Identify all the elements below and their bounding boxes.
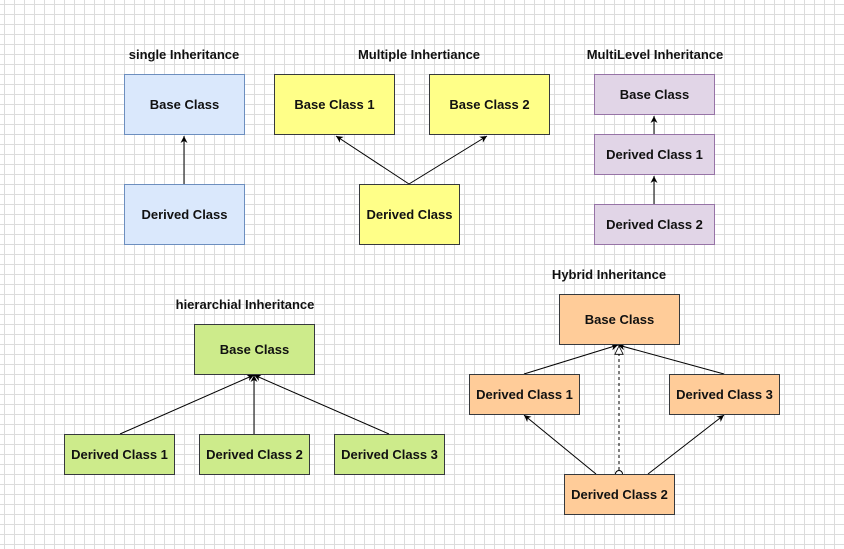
hybrid-arrow-d1-base[interactable] [523,343,619,375]
hybrid-derived-class-3-node[interactable]: Derived Class 3 [669,374,780,415]
multiple-base-class-2-node[interactable]: Base Class 2 [429,74,550,135]
multilevel-inheritance-title: MultiLevel Inheritance [586,47,724,62]
hybrid-arrow-d2-d3[interactable] [647,414,725,475]
hierarchical-inheritance-title: hierarchial Inheritance [175,297,315,312]
multiple-inheritance-title: Multiple Inhertiance [357,47,481,62]
hierarchical-arrow-3[interactable] [253,374,390,435]
hybrid-arrow-d3-base[interactable] [617,343,725,375]
hierarchical-derived-class-2-node[interactable]: Derived Class 2 [199,434,310,475]
multilevel-derived-class-2-node[interactable]: Derived Class 2 [594,204,715,245]
multiple-derived-class-node[interactable]: Derived Class [359,184,460,245]
multilevel-base-class-node[interactable]: Base Class [594,74,715,115]
multiple-arrow-to-base2[interactable] [408,135,488,185]
hybrid-derived-class-2-node[interactable]: Derived Class 2 [564,474,675,515]
hierarchical-base-class-node[interactable]: Base Class [194,324,315,375]
single-derived-class-node[interactable]: Derived Class [124,184,245,245]
multilevel-derived-class-1-node[interactable]: Derived Class 1 [594,134,715,175]
single-inheritance-title: single Inheritance [128,47,240,62]
hierarchical-derived-class-3-node[interactable]: Derived Class 3 [334,434,445,475]
hybrid-derived-class-1-node[interactable]: Derived Class 1 [469,374,580,415]
hybrid-arrow-d2-d1[interactable] [523,414,597,475]
hierarchical-arrow-1[interactable] [119,374,255,435]
multiple-base-class-1-node[interactable]: Base Class 1 [274,74,395,135]
hybrid-inheritance-title: Hybrid Inheritance [551,267,667,282]
hierarchical-derived-class-1-node[interactable]: Derived Class 1 [64,434,175,475]
hybrid-base-class-node[interactable]: Base Class [559,294,680,345]
single-base-class-node[interactable]: Base Class [124,74,245,135]
multiple-arrow-to-base1[interactable] [335,135,410,185]
